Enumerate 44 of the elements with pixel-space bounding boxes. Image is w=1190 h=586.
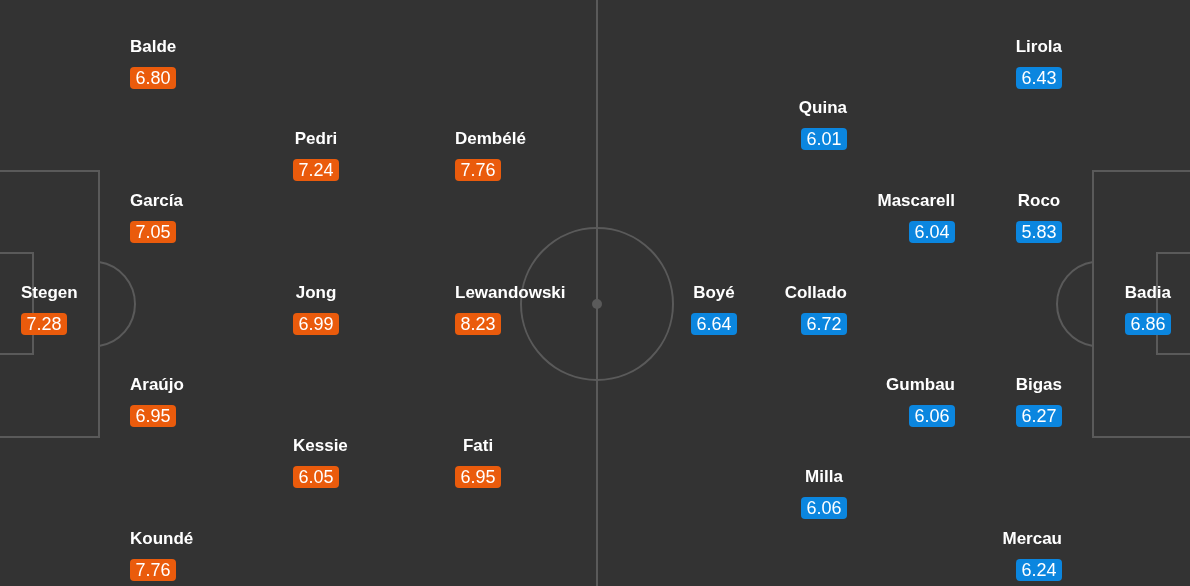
rating-badge: 6.95 <box>130 405 176 427</box>
player-name: Koundé <box>130 528 194 550</box>
player-name: Quina <box>798 97 847 119</box>
player-name: Lewandowski <box>455 282 566 304</box>
rating-badge: 5.83 <box>1016 221 1062 243</box>
player-name: Badia <box>1124 282 1171 304</box>
rating-badge: 7.76 <box>130 559 176 581</box>
rating-badge: 6.06 <box>801 497 847 519</box>
player-name: García <box>130 190 183 212</box>
rating-badge: 6.80 <box>130 67 176 89</box>
rating-badge: 6.05 <box>293 466 339 488</box>
player-name: Stegen <box>21 282 78 304</box>
rating-badge: 7.76 <box>455 159 501 181</box>
player-name: Lirola <box>1015 36 1062 58</box>
player-name: Balde <box>130 36 177 58</box>
player-name: Gumbau <box>886 374 955 396</box>
rating-badge: 6.99 <box>293 313 339 335</box>
player-name: Boyé <box>693 282 735 304</box>
rating-badge: 6.01 <box>801 128 847 150</box>
player-name: Jong <box>295 282 337 304</box>
player-name: Araújo <box>130 374 184 396</box>
rating-badge: 7.28 <box>21 313 67 335</box>
player-name: Kessie <box>293 435 348 457</box>
rating-badge: 8.23 <box>455 313 501 335</box>
rating-badge: 6.86 <box>1125 313 1171 335</box>
player-name: Mascarell <box>877 190 955 212</box>
player-name: Milla <box>805 466 843 488</box>
player-name: Dembélé <box>455 128 526 150</box>
rating-badge: 6.95 <box>455 466 501 488</box>
rating-badge: 6.27 <box>1016 405 1062 427</box>
rating-badge: 6.04 <box>909 221 955 243</box>
rating-badge: 6.64 <box>691 313 737 335</box>
player-name: Fati <box>462 435 494 457</box>
player-name: Bigas <box>1015 374 1062 396</box>
rating-badge: 7.24 <box>293 159 339 181</box>
player-name: Roco <box>1017 190 1061 212</box>
rating-badge: 6.24 <box>1016 559 1062 581</box>
rating-badge: 6.72 <box>801 313 847 335</box>
player-name: Collado <box>784 282 847 304</box>
player-name: Mercau <box>1002 528 1062 550</box>
rating-badge: 7.05 <box>130 221 176 243</box>
player-name: Pedri <box>294 128 338 150</box>
rating-badge: 6.06 <box>909 405 955 427</box>
rating-badge: 6.43 <box>1016 67 1062 89</box>
